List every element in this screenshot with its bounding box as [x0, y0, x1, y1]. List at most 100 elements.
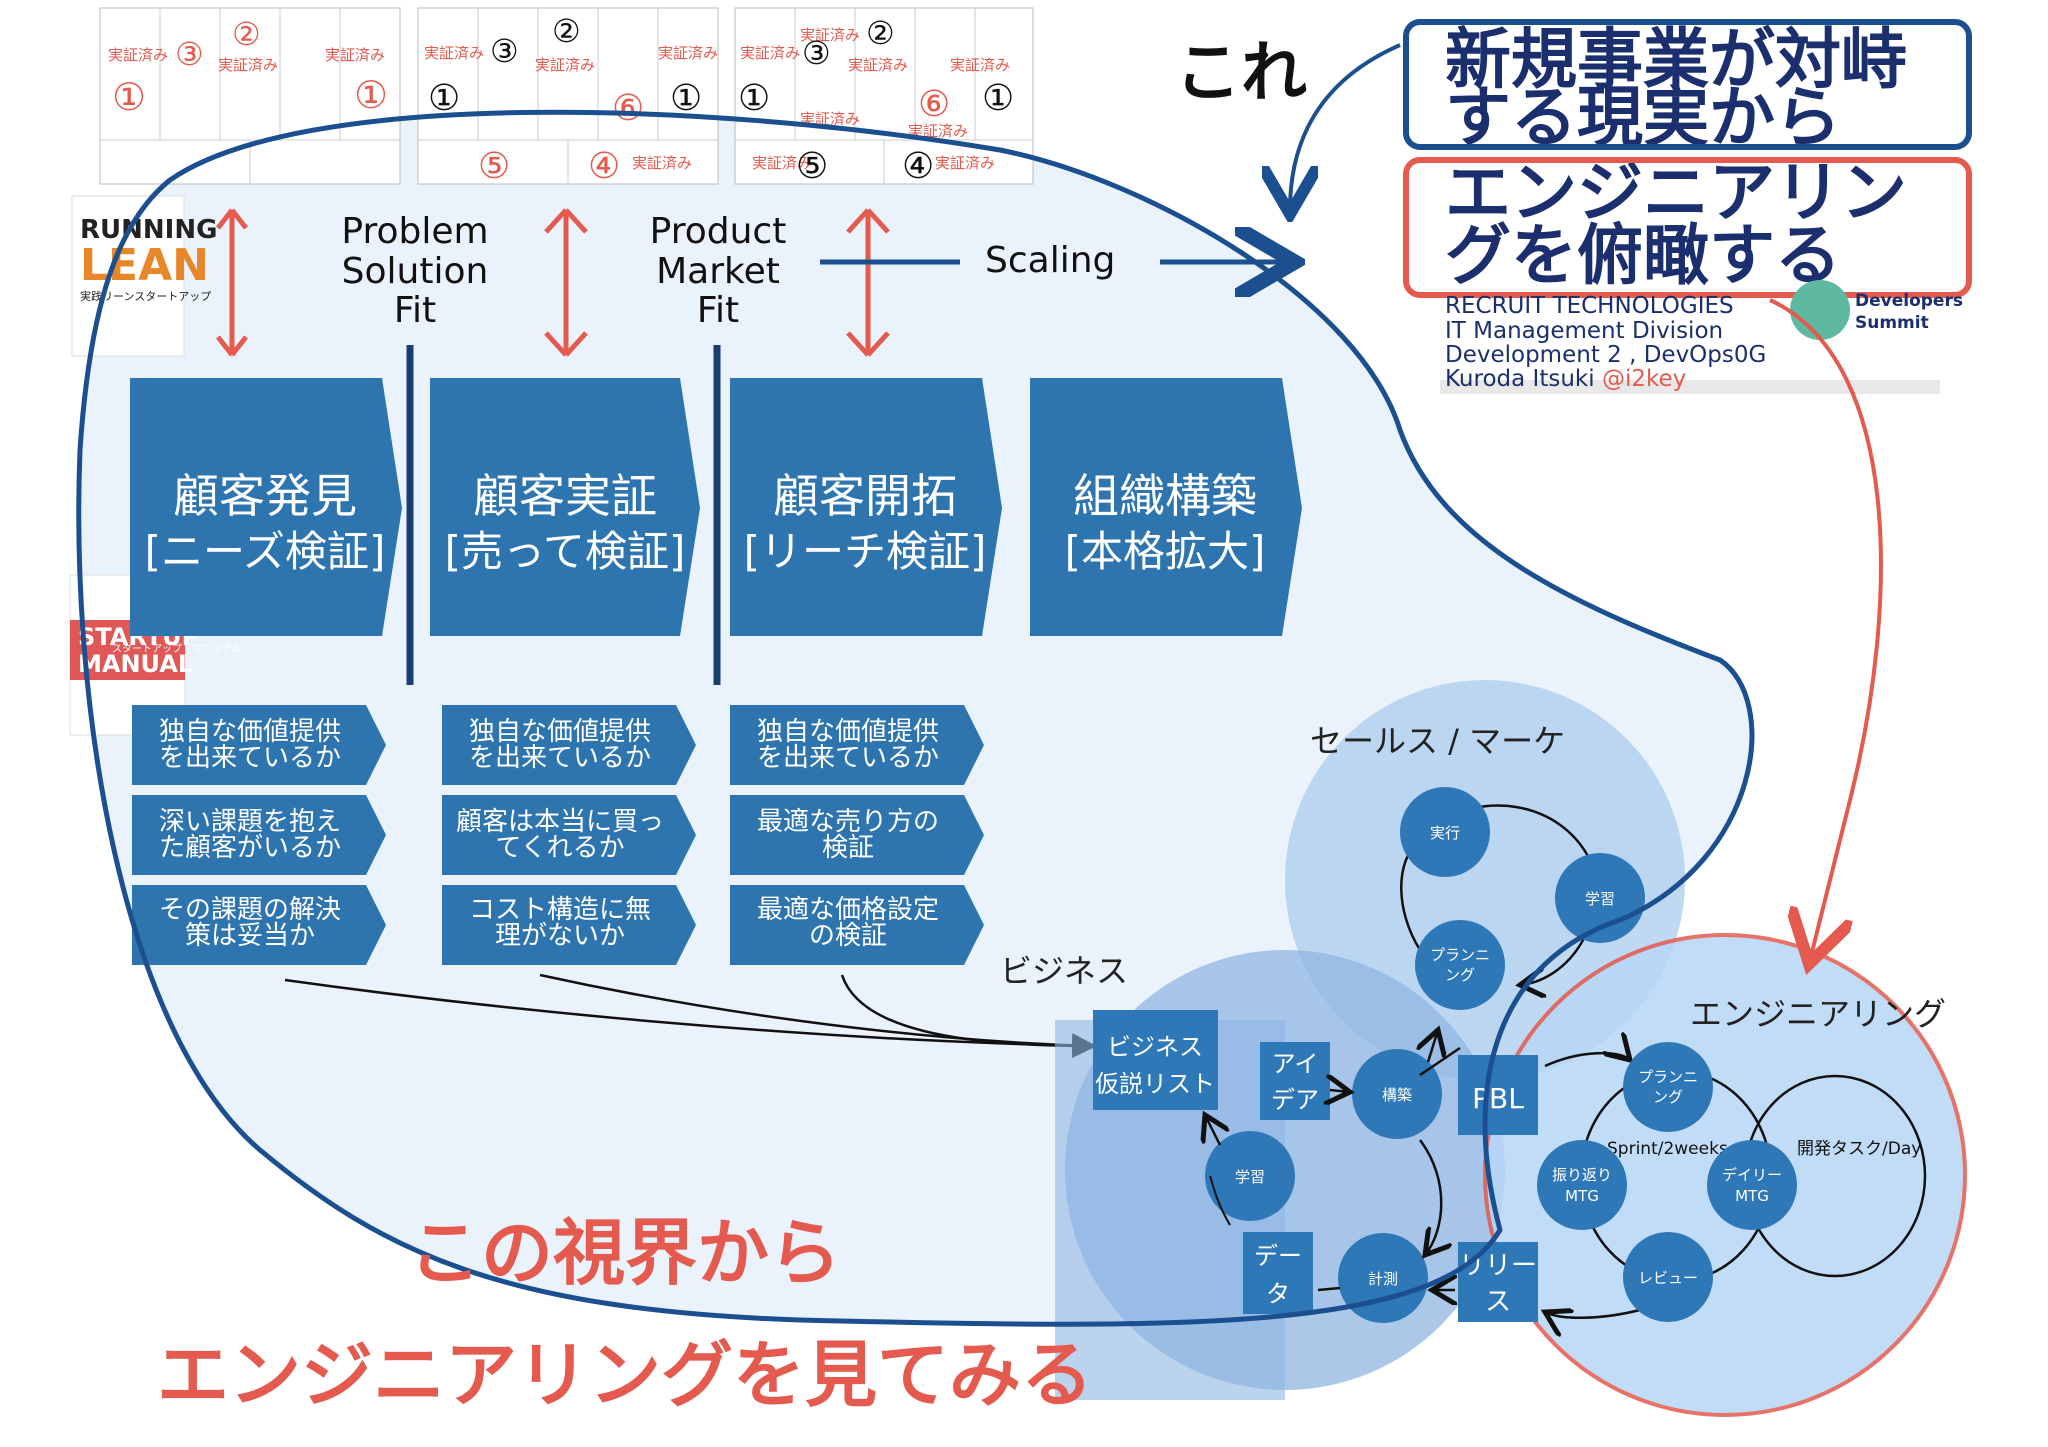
- canvas-step: ③: [175, 35, 204, 73]
- svg-text:てくれるか: てくれるか: [495, 833, 624, 863]
- canvas-step: ⑤: [478, 146, 510, 187]
- canvas-step: ④: [588, 146, 620, 187]
- svg-text:この視界から: この視界から: [409, 1211, 841, 1295]
- canvas-label: 実証済み: [535, 56, 595, 74]
- phase-customer-discovery: 顧客発見 [ニーズ検証]: [130, 378, 402, 636]
- double-arrow-icon: [544, 208, 588, 357]
- lean-canvas-2: 実証済み 実証済み 実証済み 実証済み ③ ② ① ⑥ ① ⑤ ④: [417, 7, 719, 187]
- svg-text:Fit: Fit: [697, 290, 739, 331]
- venn-label-engineering: エンジニアリング: [1690, 995, 1946, 1033]
- svg-text:学習: 学習: [1235, 1168, 1265, 1186]
- canvas-step: ①: [354, 73, 388, 117]
- data-box: [1243, 1232, 1313, 1314]
- canvas-label: 実証済み: [950, 56, 1010, 74]
- svg-text:仮説リスト: 仮説リスト: [1095, 1070, 1215, 1098]
- svg-text:計測: 計測: [1368, 1270, 1398, 1288]
- svg-text:PBL: PBL: [1472, 1082, 1524, 1115]
- canvas-step: ③: [490, 32, 519, 70]
- svg-text:独自な価値提供: 独自な価値提供: [757, 717, 939, 747]
- pbl-box: [1458, 1055, 1538, 1135]
- canvas-label: 実証済み: [424, 44, 484, 62]
- svg-text:プランニ: プランニ: [1430, 946, 1490, 964]
- canvas-label: 実証済み: [740, 44, 800, 62]
- svg-text:学習: 学習: [1585, 890, 1615, 908]
- svg-text:理がないか: 理がないか: [495, 921, 625, 951]
- svg-text:IT Management Division: IT Management Division: [1445, 318, 1723, 344]
- bottom-caption: この視界から エンジニアリングを見てみる: [157, 1211, 1093, 1417]
- svg-text:[本格拡大]: [本格拡大]: [1065, 527, 1266, 576]
- svg-text:する現実から: する現実から: [1445, 79, 1841, 156]
- svg-text:Problem: Problem: [341, 211, 488, 252]
- svg-text:エンジニアリン: エンジニアリン: [1445, 154, 1907, 231]
- canvas-step: ⑤: [796, 146, 828, 187]
- svg-text:アイ: アイ: [1272, 1050, 1319, 1078]
- svg-text:最適な価格設定: 最適な価格設定: [757, 895, 939, 925]
- phase-customer-validation: 顧客実証 [売って検証]: [430, 378, 700, 636]
- canvas-step: ③: [802, 34, 831, 72]
- label-problem-solution-fit: Problem Solution Fit: [341, 211, 488, 331]
- svg-text:Developers: Developers: [1855, 291, 1963, 311]
- svg-text:グを俯瞰する: グを俯瞰する: [1445, 217, 1841, 294]
- canvas-label: 実証済み: [632, 154, 692, 172]
- business-hypothesis-list: [1093, 1010, 1218, 1110]
- canvas-step: ⑥: [918, 84, 950, 125]
- eng-node-daily: [1707, 1140, 1797, 1230]
- svg-text:Solution: Solution: [342, 251, 489, 292]
- canvas-label: 実証済み: [908, 122, 968, 140]
- devsumi-logo-icon: [1790, 280, 1850, 340]
- svg-text:を出来ているか: を出来ているか: [757, 743, 939, 773]
- svg-text:[売って検証]: [売って検証]: [445, 527, 686, 576]
- svg-text:[リーチ検証]: [リーチ検証]: [744, 527, 987, 576]
- sales-node-planning: [1415, 920, 1505, 1010]
- svg-text:Fit: Fit: [394, 290, 436, 331]
- svg-text:[ニーズ検証]: [ニーズ検証]: [145, 527, 386, 576]
- canvas-label: 実証済み: [800, 26, 860, 44]
- svg-text:MTG: MTG: [1565, 1187, 1599, 1205]
- canvas-step: ②: [552, 12, 581, 50]
- canvas-step: ①: [738, 78, 770, 119]
- business-node-build: [1352, 1049, 1442, 1139]
- venn-label-business: ビジネス: [1000, 952, 1128, 990]
- canvas-label: 実証済み: [325, 46, 385, 64]
- svg-text:検証: 検証: [822, 833, 874, 863]
- svg-text:新規事業が対峙: 新規事業が対峙: [1445, 21, 1907, 98]
- svg-text:ング: ング: [1653, 1088, 1683, 1106]
- canvas-label: 実証済み: [935, 154, 995, 172]
- svg-text:組織構築: 組織構築: [1073, 469, 1257, 523]
- svg-text:タ: タ: [1266, 1280, 1290, 1308]
- svg-text:Market: Market: [656, 251, 780, 292]
- svg-text:ス: ス: [1485, 1287, 1511, 1317]
- release-box: [1458, 1242, 1538, 1322]
- svg-text:の検証: の検証: [809, 921, 887, 951]
- annotation-kore: これ: [1175, 34, 1307, 111]
- eng-node-review: [1623, 1232, 1713, 1322]
- canvas-step: ①: [670, 78, 702, 119]
- svg-text:コスト構造に無: コスト構造に無: [469, 895, 651, 925]
- svg-text:リリー: リリー: [1459, 1251, 1537, 1281]
- canvas-label: 実証済み: [218, 56, 278, 74]
- venn-label-sales: セールス / マーケ: [1310, 722, 1565, 760]
- eng-node-retro: [1537, 1140, 1627, 1230]
- title-card: 新規事業が対峙 する現実から エンジニアリン グを俯瞰する RECRUIT TE…: [1403, 8, 1972, 398]
- svg-text:Product: Product: [650, 211, 787, 252]
- canvas-label: 実証済み: [658, 44, 718, 62]
- double-arrow-icon: [846, 208, 890, 357]
- canvas-step: ①: [112, 75, 146, 119]
- svg-text:策は妥当か: 策は妥当か: [185, 921, 315, 951]
- canvas-step: ⑥: [612, 88, 644, 129]
- svg-text:顧客発見: 顧客発見: [173, 469, 357, 523]
- svg-text:独自な価値提供: 独自な価値提供: [469, 717, 651, 747]
- svg-text:実践リーンスタートアップ: 実践リーンスタートアップ: [80, 289, 211, 303]
- svg-text:プランニ: プランニ: [1638, 1068, 1698, 1086]
- double-arrow-icon: [216, 208, 248, 357]
- svg-text:デア: デア: [1271, 1086, 1319, 1114]
- svg-text:実行: 実行: [1430, 824, 1460, 842]
- dev-task-label: 開発タスク/Day: [1797, 1139, 1921, 1159]
- canvas-step: ②: [866, 14, 895, 52]
- sales-node-execute: [1400, 787, 1490, 877]
- svg-text:顧客実証: 顧客実証: [473, 469, 657, 523]
- svg-text:デイリー: デイリー: [1722, 1166, 1782, 1184]
- svg-text:デー: デー: [1254, 1242, 1302, 1270]
